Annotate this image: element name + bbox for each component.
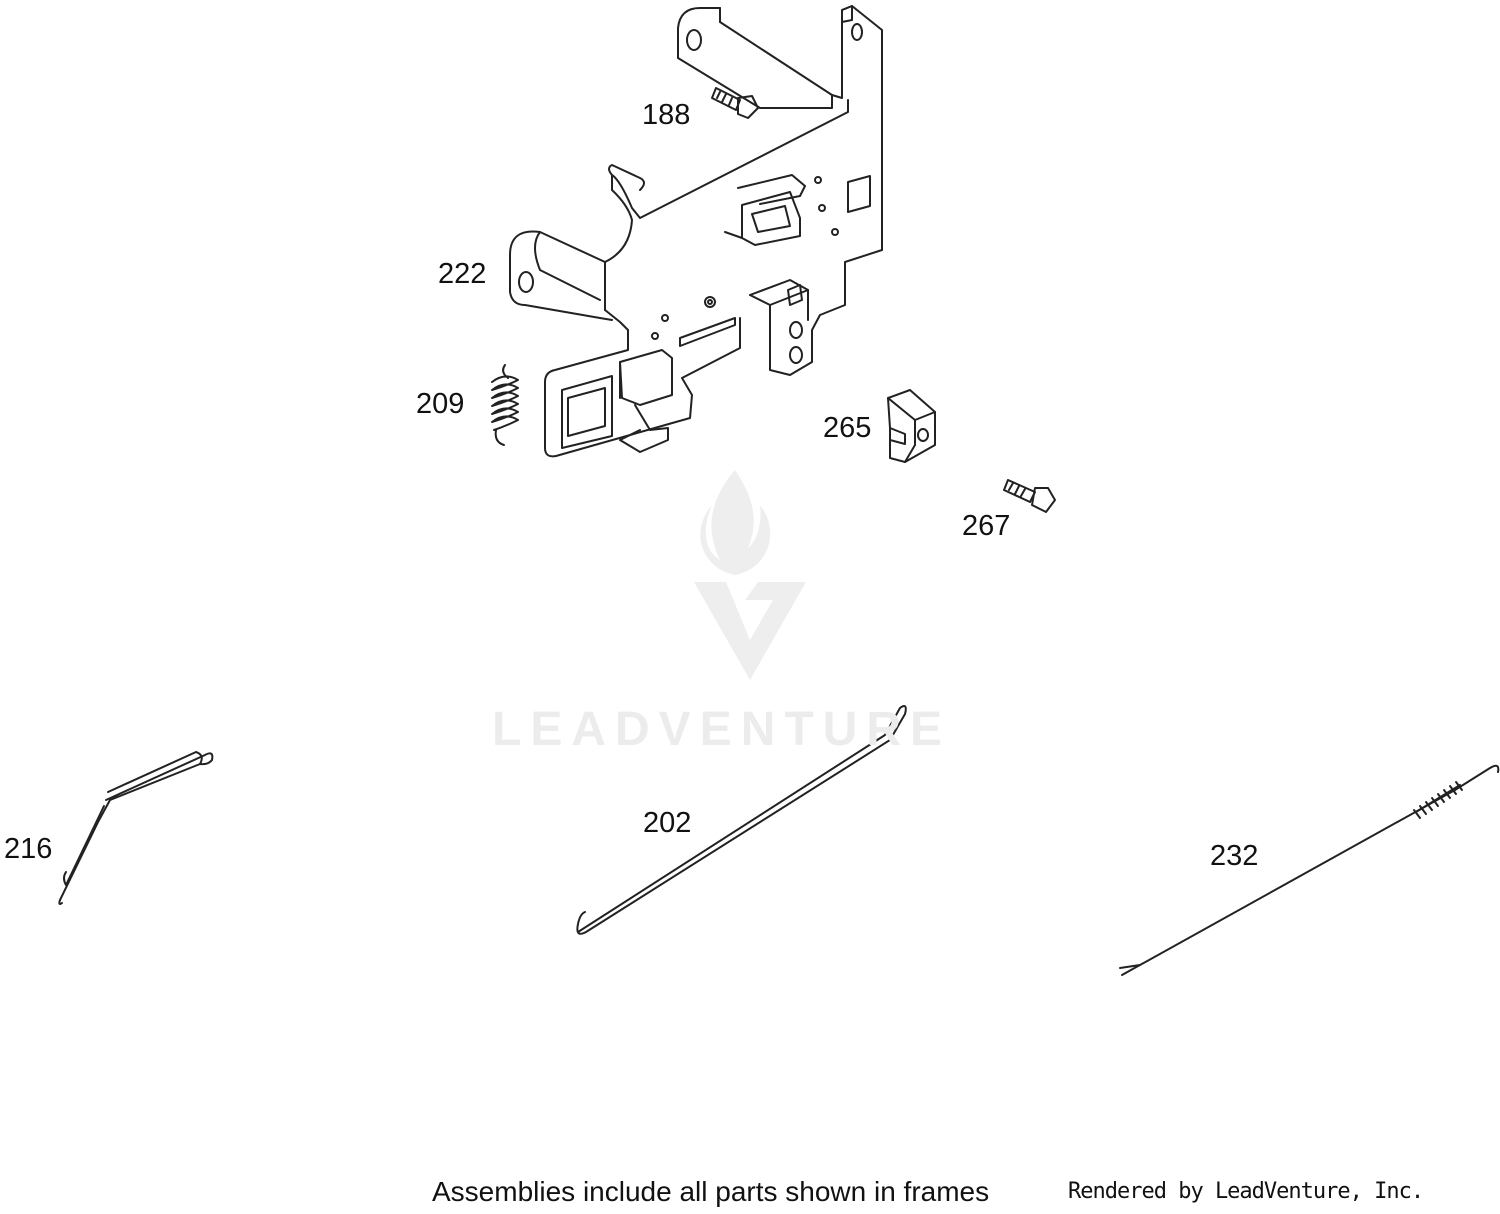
screw-part-188	[711, 87, 759, 119]
clip-part-265	[887, 389, 936, 463]
callout-265: 265	[823, 412, 872, 444]
spring-part-209	[491, 364, 519, 446]
callout-216: 216	[4, 833, 53, 865]
callout-209: 209	[416, 388, 465, 420]
callout-188: 188	[642, 99, 691, 131]
link-part-216	[58, 751, 214, 905]
assemblies-note: Assemblies include all parts shown in fr…	[432, 1176, 990, 1207]
watermark-brand-text: LEADVENTURE	[492, 703, 952, 756]
screw-part-267	[1003, 479, 1056, 513]
spring-link-part-232	[1119, 764, 1500, 976]
callout-222: 222	[438, 258, 487, 290]
rendered-by-credit: Rendered by LeadVenture, Inc.	[1068, 1179, 1424, 1204]
control-bracket-part-222	[509, 5, 883, 458]
callout-232: 232	[1210, 840, 1259, 872]
callout-202: 202	[643, 807, 692, 839]
watermark-logo	[694, 470, 806, 680]
callout-267: 267	[962, 510, 1011, 542]
rod-part-202	[576, 705, 907, 935]
